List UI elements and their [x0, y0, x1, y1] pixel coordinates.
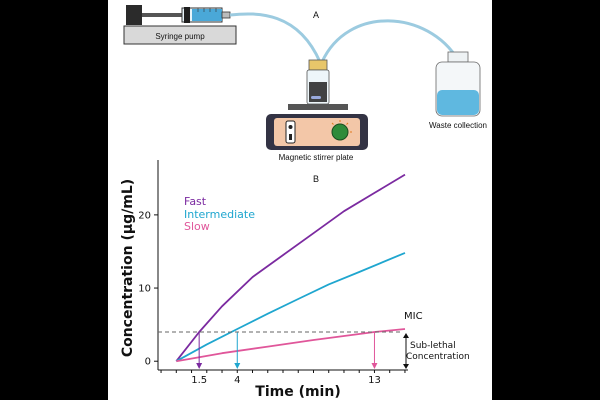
sublethal-arrow-head-bottom: [403, 364, 409, 369]
x-tick-label-4: 4: [234, 375, 240, 386]
panel-b-label: B: [313, 174, 319, 184]
stirrer-knob: [331, 123, 349, 141]
marker-arrow-13: [371, 363, 378, 369]
x-tick-label-1.5: 1.5: [191, 375, 207, 386]
waste-label: Waste collection: [429, 121, 487, 130]
syringe-stopper: [184, 7, 190, 23]
y-tick-label-10: 10: [138, 284, 151, 295]
figure-canvas: A Syringe pump: [108, 0, 492, 400]
x-tick-label-13: 13: [368, 375, 381, 386]
y-tick-label-0: 0: [145, 357, 151, 368]
syringe-tip: [221, 11, 231, 19]
pump-plunger-block: [126, 5, 142, 25]
stir-bar: [311, 96, 321, 99]
vial-cap: [308, 59, 328, 71]
magnetic-stirrer: Magnetic stirrer plate: [266, 104, 368, 162]
series-line-slow: [176, 328, 406, 363]
y-axis-title: Concentration (µg/mL): [120, 179, 136, 357]
panel-a-label: A: [313, 10, 319, 20]
syringe-pump: Syringe pump: [123, 5, 237, 45]
sublethal-arrow-head-top: [403, 332, 409, 338]
syringe-pump-label: Syringe pump: [155, 32, 205, 41]
stirrer-label: Magnetic stirrer plate: [279, 153, 354, 162]
plunger-rod: [142, 13, 182, 17]
syringe-pump-base: [123, 25, 237, 45]
chart-markers: [196, 331, 378, 369]
bottle-liquid: [437, 90, 479, 115]
chart-axes: [157, 160, 408, 371]
legend-fast: Fast: [184, 195, 207, 208]
series-line-fast: [175, 173, 406, 362]
reaction-vial: [306, 59, 330, 105]
outlet-tubing: [320, 19, 460, 63]
concentration-chart: 0 10 20 1.5 4 13 MIC Sub-lethal Concentration…: [120, 160, 470, 400]
figure-svg: A Syringe pump: [120, 5, 487, 400]
bottle-neck: [447, 51, 469, 63]
syringe-liquid: [192, 9, 222, 21]
y-tick-label-20: 20: [138, 210, 151, 221]
series-line-intermediate: [175, 252, 406, 362]
waste-bottle: Waste collection: [429, 51, 487, 130]
chart-ticks: 0 10 20 1.5 4 13: [138, 210, 406, 386]
legend-slow: Slow: [184, 220, 210, 233]
legend-intermediate: Intermediate: [184, 208, 255, 221]
mic-label: MIC: [404, 311, 423, 322]
stirrer-top-plate: [288, 104, 348, 110]
sublethal-label-line2: Concentration: [406, 352, 470, 362]
marker-arrow-1.5: [196, 363, 203, 369]
stirrer-switch: [285, 120, 296, 144]
chart-series: [175, 173, 406, 363]
marker-arrow-4: [234, 363, 241, 369]
inlet-tubing: [229, 12, 322, 63]
x-axis-title: Time (min): [255, 384, 340, 400]
sublethal-label-line1: Sub-lethal: [410, 341, 456, 351]
